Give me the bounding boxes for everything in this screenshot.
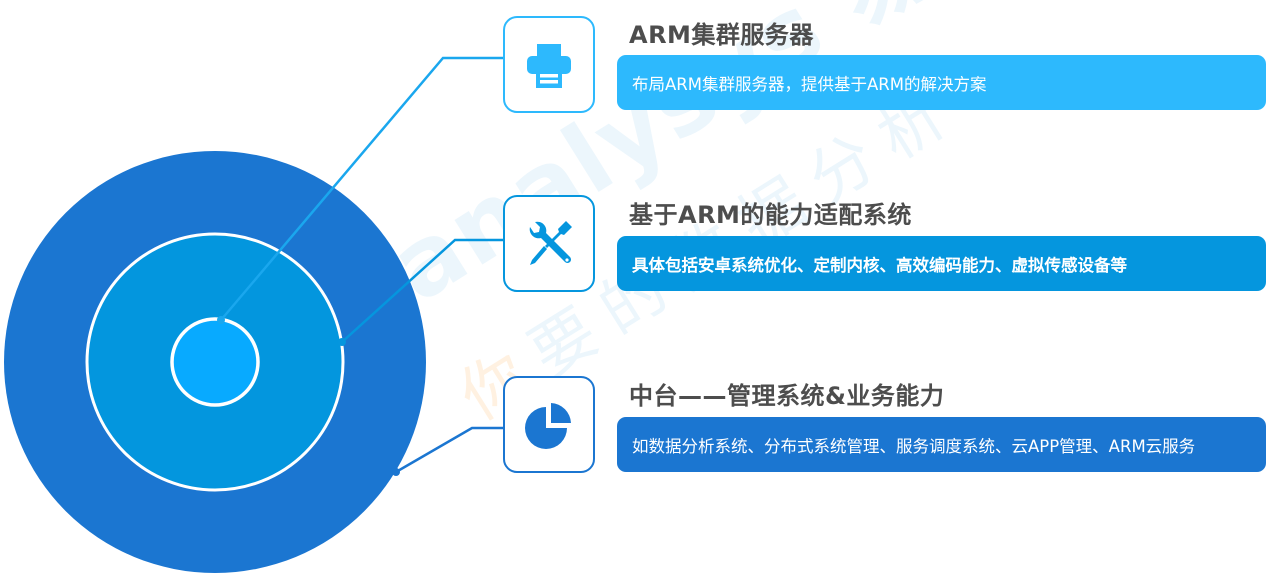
connector-line-1 (220, 56, 503, 321)
inner-ring (170, 317, 260, 407)
item-description-card-2: 具体包括安卓系统优化、定制内核、高效编码能力、虚拟传感设备等 (617, 236, 1266, 291)
tools-icon (529, 220, 572, 265)
pie-chart-icon (525, 402, 571, 449)
connector-dot-3 (392, 468, 400, 476)
item-description-1: 布局ARM集群服务器，提供基于ARM的解决方案 (632, 74, 987, 94)
connector-dot-2 (338, 338, 346, 346)
printer-icon (527, 43, 571, 88)
item-title-1: ARM集群服务器 (629, 21, 814, 49)
connector-line-3 (395, 426, 503, 474)
icon-box-3 (503, 376, 595, 473)
item-description-card-1: 布局ARM集群服务器，提供基于ARM的解决方案 (617, 55, 1266, 110)
item-description-2: 具体包括安卓系统优化、定制内核、高效编码能力、虚拟传感设备等 (632, 255, 1127, 275)
icon-box-1 (503, 16, 595, 113)
item-title-3: 中台——管理系统&业务能力 (629, 382, 945, 410)
icon-box-2 (503, 195, 595, 292)
item-title-2: 基于ARM的能力适配系统 (629, 201, 912, 229)
connector-line-2 (341, 238, 503, 343)
connector-dot-1 (217, 316, 225, 324)
item-description-card-3: 如数据分析系统、分布式系统管理、服务调度系统、云APP管理、ARM云服务 (617, 417, 1266, 472)
item-description-3: 如数据分析系统、分布式系统管理、服务调度系统、云APP管理、ARM云服务 (632, 436, 1196, 456)
